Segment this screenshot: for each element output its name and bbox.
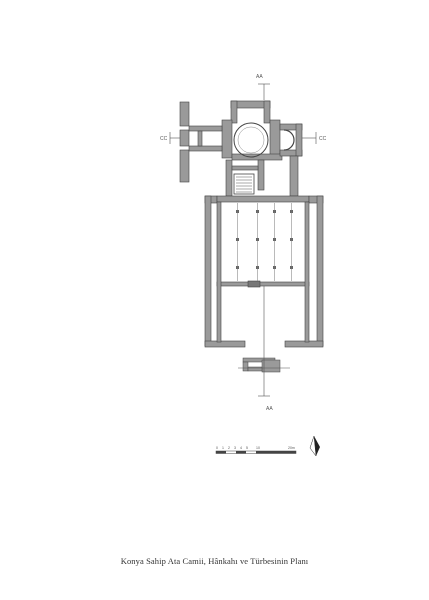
column-grid [236, 210, 293, 269]
scale-bar: 0 1 2 3 4 5 10 20m [215, 446, 297, 454]
scale-tick: 0 [216, 446, 218, 450]
column-lines [237, 203, 292, 281]
scale-tick: 5 [246, 446, 248, 450]
scale-tick: 10 [256, 446, 260, 450]
scale-unit: 20m [288, 446, 295, 450]
central-dome [233, 122, 269, 158]
dome-inner-ring [237, 126, 265, 154]
east-apse [283, 129, 295, 151]
mosque-hall-walls [204, 195, 324, 348]
section-markers [169, 83, 317, 397]
domed-hall-walls [221, 100, 303, 197]
section-label-bottom: AA [266, 406, 273, 412]
section-label-left: CC [160, 136, 168, 142]
section-label-top: AA [256, 74, 263, 80]
west-annex-walls [179, 101, 223, 183]
detached-ruins [242, 357, 281, 373]
north-arrow-icon [309, 435, 320, 457]
hall-entrance [247, 280, 261, 288]
plan-caption: Konya Sahip Ata Camii, Hânkahı ve Türbes… [120, 556, 309, 566]
scale-tick: 3 [234, 446, 236, 450]
scale-tick: 1 [222, 446, 224, 450]
scale-tick: 2 [228, 446, 230, 450]
section-axes [170, 84, 316, 396]
stair-treads [236, 176, 252, 193]
scale-tick: 4 [240, 446, 242, 450]
section-label-right: CC [319, 136, 327, 142]
